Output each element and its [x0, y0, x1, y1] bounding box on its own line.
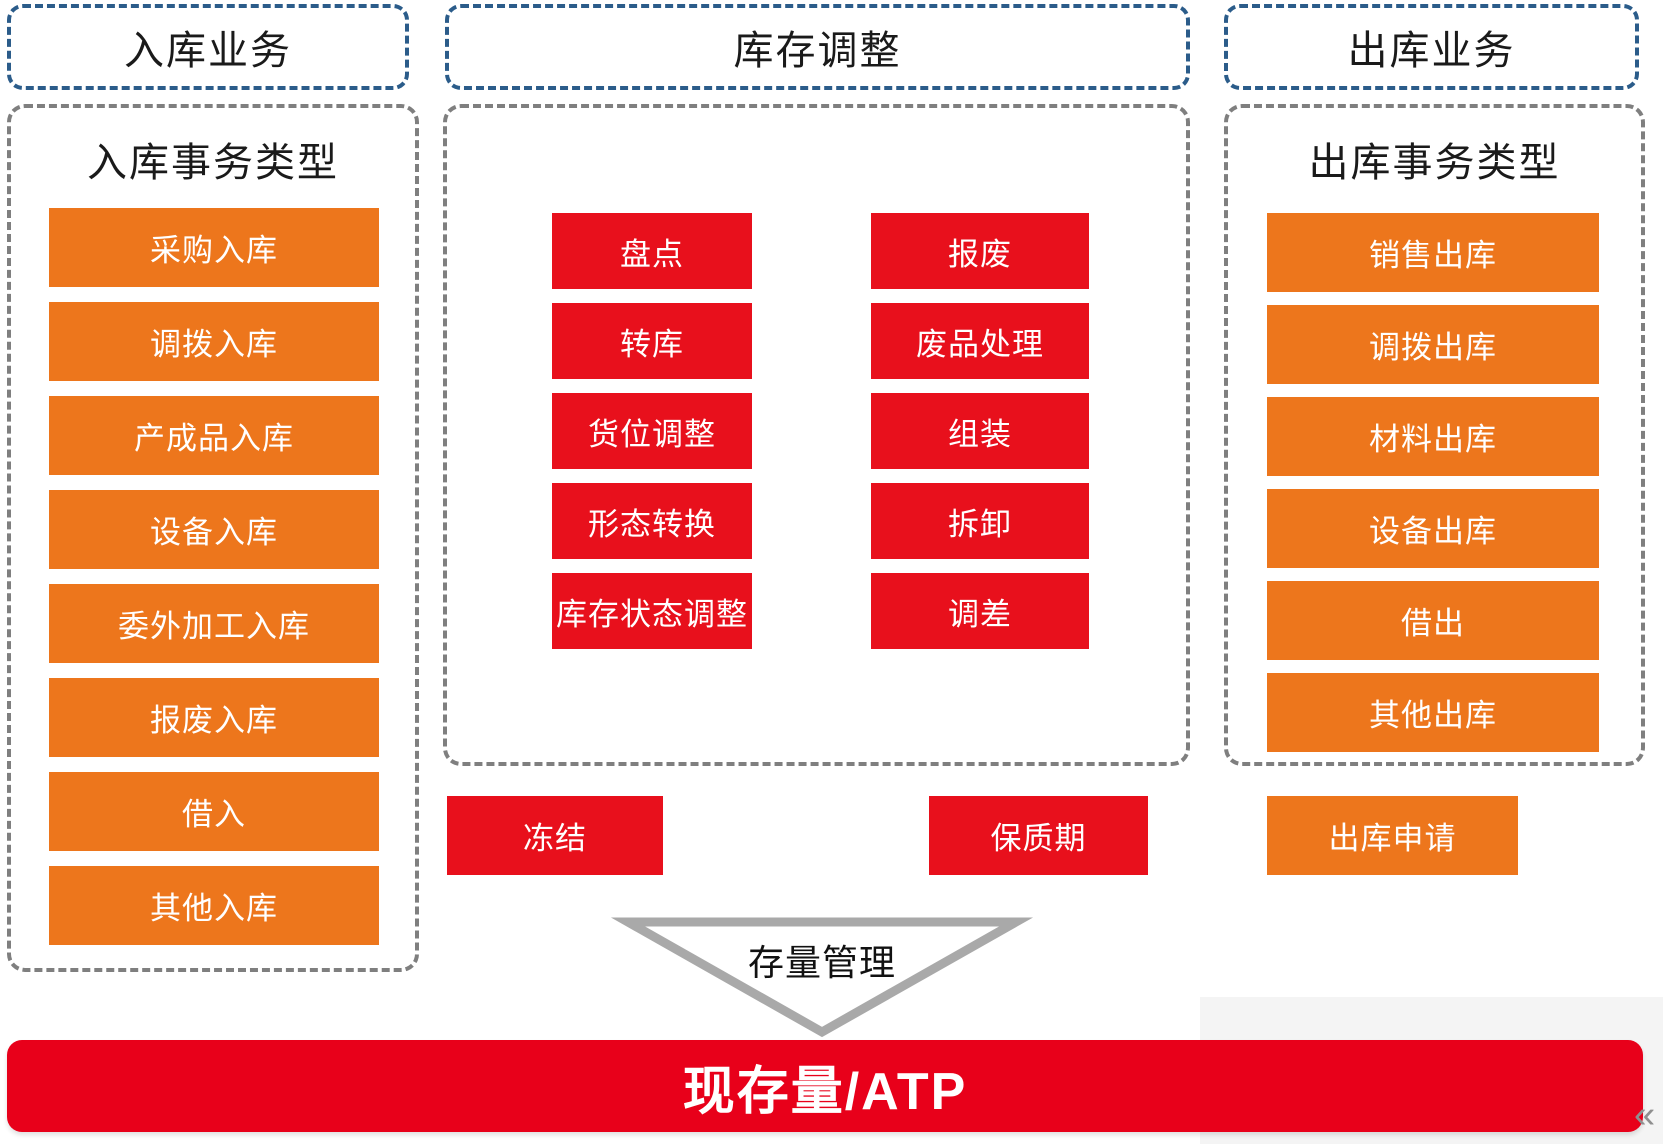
section-header-adjust-label: 库存调整: [733, 29, 902, 73]
adjust-button-scrap[interactable]: 报废: [871, 213, 1089, 289]
adjust-button-assembly[interactable]: 组装: [871, 393, 1089, 469]
section-header-inbound: 入库业务: [7, 4, 409, 90]
outbound-button-sales[interactable]: 销售出库: [1267, 213, 1599, 292]
adjust-button-waste-disposal[interactable]: 废品处理: [871, 303, 1089, 379]
outbound-button-equipment[interactable]: 设备出库: [1267, 489, 1599, 568]
inbound-button-scrap[interactable]: 报废入库: [49, 678, 379, 757]
on-hand-atp-label: 现存量/ATP: [682, 1062, 968, 1121]
on-hand-atp-bar: 现存量/ATP: [7, 1040, 1643, 1132]
adjust-button-status-adjust[interactable]: 库存状态调整: [552, 573, 752, 649]
funnel-label: 存量管理: [747, 942, 896, 983]
outbound-button-material[interactable]: 材料出库: [1267, 397, 1599, 476]
section-header-inbound-label: 入库业务: [124, 29, 292, 73]
section-header-outbound: 出库业务: [1224, 4, 1639, 90]
outbound-button-other[interactable]: 其他出库: [1267, 673, 1599, 752]
adjust-button-stocktake[interactable]: 盘点: [552, 213, 752, 289]
outbound-button-lend-out[interactable]: 借出: [1267, 581, 1599, 660]
outbound-request-button[interactable]: 出库申请: [1267, 796, 1518, 875]
inbound-button-outsourced[interactable]: 委外加工入库: [49, 584, 379, 663]
adjust-button-disassembly[interactable]: 拆卸: [871, 483, 1089, 559]
inbound-button-equipment[interactable]: 设备入库: [49, 490, 379, 569]
adjust-button-form-conversion[interactable]: 形态转换: [552, 483, 752, 559]
chevron-left-icon: «: [1634, 1094, 1656, 1136]
adjust-button-bin-adjust[interactable]: 货位调整: [552, 393, 752, 469]
inbound-button-transfer[interactable]: 调拨入库: [49, 302, 379, 381]
section-header-adjust: 库存调整: [445, 4, 1190, 90]
adjust-button-variance[interactable]: 调差: [871, 573, 1089, 649]
inbound-box-title: 入库事务类型: [87, 141, 339, 185]
section-header-outbound-label: 出库业务: [1347, 29, 1516, 73]
outbound-box-title: 出库事务类型: [1308, 141, 1561, 185]
inbound-button-borrow-in[interactable]: 借入: [49, 772, 379, 851]
adjust-button-warehouse-transfer[interactable]: 转库: [552, 303, 752, 379]
inbound-button-other[interactable]: 其他入库: [49, 866, 379, 945]
inbound-button-purchase[interactable]: 采购入库: [49, 208, 379, 287]
freeze-button[interactable]: 冻结: [447, 796, 663, 875]
shelf-life-button[interactable]: 保质期: [929, 796, 1148, 875]
outbound-button-transfer[interactable]: 调拨出库: [1267, 305, 1599, 384]
inbound-button-finished-goods[interactable]: 产成品入库: [49, 396, 379, 475]
